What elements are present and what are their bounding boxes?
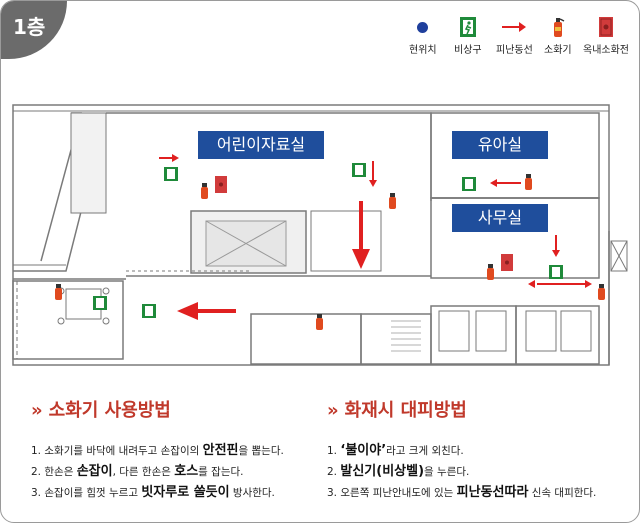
legend-fire-extinguisher: 소화기 (544, 15, 572, 56)
route-arrow-office-horizontal (528, 280, 592, 288)
route-arrow-nursery-left (490, 179, 521, 187)
route-arrow-office-down (552, 235, 560, 257)
exit-sign-corridor (142, 304, 156, 318)
exit-sign-library-right (352, 163, 366, 177)
floor-tab: 1층 (1, 1, 67, 59)
floor-plan (12, 104, 628, 366)
floor-label: 1층 (13, 15, 46, 39)
hydrant-office (501, 254, 513, 271)
route-arrow-corridor-left (177, 302, 236, 320)
current-location-icon (417, 21, 429, 33)
legend-evacuation-route: 피난동선 (496, 15, 533, 56)
legend-emergency-exit: 비상구 (454, 15, 482, 56)
legend-current-location: 현위치 (409, 15, 437, 56)
extinguisher-step-3: 3. 손잡이를 힘껏 누르고 빗자루로 쓸듯이 방사한다. (31, 485, 275, 500)
extinguisher-office (487, 264, 494, 280)
exit-sign-nursery (462, 177, 476, 191)
extinguisher-corridor (316, 314, 323, 330)
extinguisher-step-2: 2. 한손은 손잡이, 다른 한손은 호스를 잡는다. (31, 464, 244, 479)
exit-sign-west-room (93, 296, 107, 310)
legend-indoor-hydrant: 옥내소화전 (583, 15, 629, 56)
evacuation-section-title: »화재시 대피방법 (327, 400, 467, 421)
building-walls (12, 104, 628, 366)
extinguisher-section-title: »소화기 사용방법 (31, 400, 171, 421)
room-label-office: 사무실 (452, 204, 548, 232)
hydrant-library (215, 176, 227, 193)
evacuation-instructions: »화재시 대피방법 1. ‘불이야’라고 크게 외친다. 2. 발신기(비상벨)… (327, 396, 596, 503)
evacuation-routes (159, 154, 592, 320)
extinguisher-library-right (389, 193, 396, 209)
emergency-exits (93, 163, 563, 318)
indoor-hydrants (215, 176, 513, 271)
route-arrow-library-down (369, 161, 377, 187)
evacuation-step-1: 1. ‘불이야’라고 크게 외친다. (327, 443, 464, 458)
extinguisher-nursery (525, 174, 532, 190)
room-label-library: 어린이자료실 (198, 131, 324, 159)
extinguisher-library-center (201, 183, 208, 199)
fire-extinguisher-icon (553, 18, 565, 37)
fire-extinguishers (55, 174, 605, 330)
indoor-fire-hydrant-icon (599, 17, 613, 37)
route-arrow-library-main-down (352, 201, 370, 269)
room-label-nursery: 유아실 (452, 131, 548, 159)
extinguisher-west (55, 284, 62, 300)
route-arrow-library-top (159, 154, 179, 162)
extinguisher-instructions: »소화기 사용방법 1. 소화기를 바닥에 내려두고 손잡이의 안전핀을 뽑는다… (31, 396, 284, 503)
evacuation-step-2: 2. 발신기(비상벨)을 누른다. (327, 464, 470, 479)
evacuation-route-arrow-icon (502, 22, 527, 32)
exit-sign-library-left (164, 167, 178, 181)
exit-sign-office (549, 265, 563, 279)
evacuation-step-3: 3. 오른쪽 피난안내도에 있는 피난동선따라 신속 대피한다. (327, 485, 597, 500)
extinguisher-east (598, 284, 605, 300)
emergency-exit-icon (459, 17, 476, 37)
extinguisher-step-1: 1. 소화기를 바닥에 내려두고 손잡이의 안전핀을 뽑는다. (31, 443, 284, 458)
